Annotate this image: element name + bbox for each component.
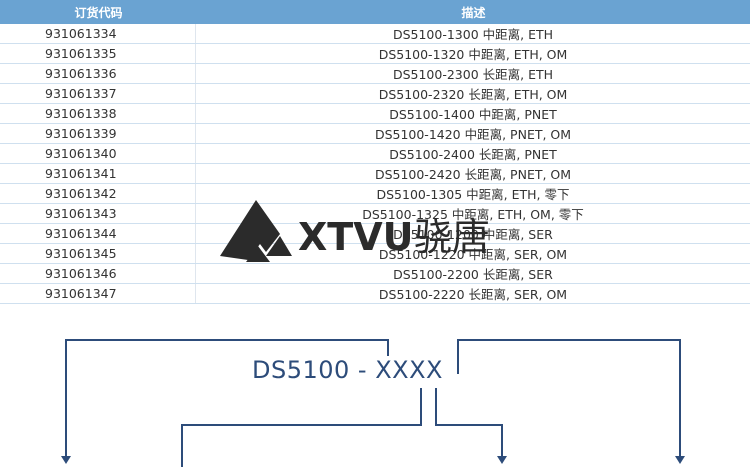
mountain-logo-icon <box>220 200 292 262</box>
arrow-down-icon <box>675 456 685 464</box>
order-code-cell: 931061338 <box>0 104 196 123</box>
table-row: 931061343 DS5100-1325 中距离, ETH, OM, 零下 <box>0 204 750 224</box>
table-row: 931061335 DS5100-1320 中距离, ETH, OM <box>0 44 750 64</box>
table-row: 931061337 DS5100-2320 长距离, ETH, OM <box>0 84 750 104</box>
table-row: 931061344 DS5100-1200 中距离, SER <box>0 224 750 244</box>
order-code-cell: 931061346 <box>0 264 196 283</box>
order-code-cell: 931061337 <box>0 84 196 103</box>
description-cell: DS5100-1320 中距离, ETH, OM <box>378 47 568 62</box>
header-order-code: 订货代码 <box>74 5 123 20</box>
code-diagram <box>61 339 685 467</box>
order-code-cell: 931061345 <box>0 244 196 263</box>
arrow-down-icon <box>61 456 71 464</box>
table-row: 931061345 DS5100-1220 中距离, SER, OM <box>0 244 750 264</box>
description-cell: DS5100-2420 长距离, PNET, OM <box>374 167 572 182</box>
order-code-cell: 931061335 <box>0 44 196 63</box>
header-description: 描述 <box>461 5 486 20</box>
description-cell: DS5100-1420 中距离, PNET, OM <box>374 127 572 142</box>
arrow-down-icon <box>497 456 507 464</box>
table-row: 931061334 DS5100-1300 中距离, ETH <box>0 24 750 44</box>
order-code-cell: 931061336 <box>0 64 196 83</box>
description-cell: DS5100-1220 中距离, SER, OM <box>378 247 568 262</box>
order-code-pattern: DS5100 - XXXX <box>252 356 443 384</box>
description-cell: DS5100-2300 长距离, ETH <box>392 67 554 82</box>
xtvu-watermark-logo: XTVU 骁唐 <box>220 200 490 262</box>
table-row: 931061342 DS5100-1305 中距离, ETH, 零下 <box>0 184 750 204</box>
table-row: 931061339 DS5100-1420 中距离, PNET, OM <box>0 124 750 144</box>
description-cell: DS5100-2400 长距离, PNET <box>389 147 557 162</box>
description-cell: DS5100-1325 中距离, ETH, OM, 零下 <box>362 207 584 222</box>
table-row: 931061341 DS5100-2420 长距离, PNET, OM <box>0 164 750 184</box>
watermark-brand: XTVU <box>298 215 413 259</box>
table-row: 931061336 DS5100-2300 长距离, ETH <box>0 64 750 84</box>
description-cell: DS5100-1305 中距离, ETH, 零下 <box>376 187 570 202</box>
description-cell: DS5100-2320 长距离, ETH, OM <box>378 87 568 102</box>
table-row: 931061338 DS5100-1400 中距离, PNET <box>0 104 750 124</box>
order-code-cell: 931061342 <box>0 184 196 203</box>
order-code-cell: 931061340 <box>0 144 196 163</box>
table-row: 931061346 DS5100-2200 长距离, SER <box>0 264 750 284</box>
order-code-cell: 931061341 <box>0 164 196 183</box>
order-code-cell: 931061347 <box>0 284 196 303</box>
description-cell: DS5100-2220 长距离, SER, OM <box>378 287 568 302</box>
order-code-cell: 931061339 <box>0 124 196 143</box>
description-cell: DS5100-1400 中距离, PNET <box>389 107 557 122</box>
description-cell: DS5100-2200 长距离, SER <box>393 267 553 282</box>
order-code-cell: 931061334 <box>0 24 196 43</box>
table-header: 订货代码 描述 <box>0 0 750 24</box>
order-code-cell: 931061344 <box>0 224 196 243</box>
description-cell: DS5100-1300 中距离, ETH <box>392 27 554 42</box>
watermark-chinese: 骁唐 <box>414 215 490 259</box>
table-row: 931061347 DS5100-2220 长距离, SER, OM <box>0 284 750 304</box>
order-code-cell: 931061343 <box>0 204 196 223</box>
description-cell: DS5100-1200 中距离, SER <box>393 227 553 242</box>
table-row: 931061340 DS5100-2400 长距离, PNET <box>0 144 750 164</box>
